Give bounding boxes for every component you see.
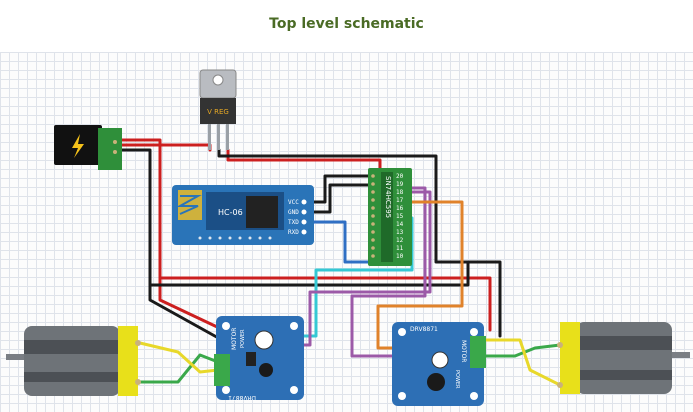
wire-orange xyxy=(376,200,464,350)
bt-pin-vcc: VCC xyxy=(288,199,299,206)
schematic-diagram: V REG HC-06 VCC GND TXD RXD SN74HC595 xyxy=(6,69,690,406)
left-driver-silk: MOTOR xyxy=(231,328,238,350)
left-driver-power: POWER xyxy=(240,329,246,348)
sr-pin-16: 16 xyxy=(396,205,404,212)
sr-pin-20: 20 xyxy=(396,173,404,180)
motor-icon xyxy=(6,326,141,396)
wire-purple-a xyxy=(350,186,427,358)
sr-pin-19: 19 xyxy=(396,181,404,188)
left-driver-label: DRV8871 xyxy=(228,394,256,401)
dc-jack-icon xyxy=(54,125,122,170)
wire-purple-b xyxy=(296,190,432,347)
motor-driver-left: DRV8871 MOTOR POWER xyxy=(214,316,304,401)
wire-black-main xyxy=(116,148,224,342)
sr-pin-18: 18 xyxy=(396,189,404,196)
bt-pin-txd: TXD xyxy=(288,219,299,226)
sr-pin-14: 14 xyxy=(396,221,404,228)
wires xyxy=(116,138,562,387)
motor-driver-right: DRV8871 MOTOR POWER xyxy=(392,322,486,406)
sr-pin-17: 17 xyxy=(396,197,404,204)
motor-icon xyxy=(557,322,690,394)
sr-pin-11: 11 xyxy=(396,245,404,252)
sr-pin-10: 10 xyxy=(396,253,404,260)
sr-pin-13: 13 xyxy=(396,229,404,236)
regulator-label: V REG xyxy=(207,108,229,116)
voltage-regulator-icon: V REG xyxy=(199,69,237,150)
wire-black-bt-vcc xyxy=(304,174,374,204)
wire-black-bt-gnd xyxy=(304,183,374,214)
wire-red-vreg-out xyxy=(226,148,382,174)
shift-register-board: SN74HC595 20 19 18 17 16 15 14 13 12 11 … xyxy=(368,168,412,266)
wire-yellow-right-motor xyxy=(482,338,562,387)
sr-pin-15: 15 xyxy=(396,213,404,220)
sr-pin-12: 12 xyxy=(396,237,404,244)
wire-yellow-left-motor xyxy=(138,341,220,374)
schematic-canvas: V REG HC-06 VCC GND TXD RXD SN74HC595 xyxy=(0,52,693,412)
page-title: Top level schematic xyxy=(269,16,424,32)
wire-blue-bt-rx xyxy=(304,220,374,264)
bt-pin-gnd: GND xyxy=(288,209,299,216)
right-driver-silk: MOTOR xyxy=(460,340,467,362)
right-driver-label: DRV8871 xyxy=(410,326,438,333)
right-driver-power: POWER xyxy=(454,370,460,389)
wire-black-vreg-gnd xyxy=(217,148,502,338)
bluetooth-model-label: HC-06 xyxy=(218,208,243,217)
wire-green-left-motor xyxy=(138,353,220,384)
shift-register-label: SN74HC595 xyxy=(384,176,392,218)
wire-black-left-gnd xyxy=(148,260,470,287)
lightning-icon xyxy=(72,134,84,158)
bluetooth-module-icon: HC-06 VCC GND TXD RXD xyxy=(172,185,314,245)
bt-pin-rxd: RXD xyxy=(288,229,299,236)
